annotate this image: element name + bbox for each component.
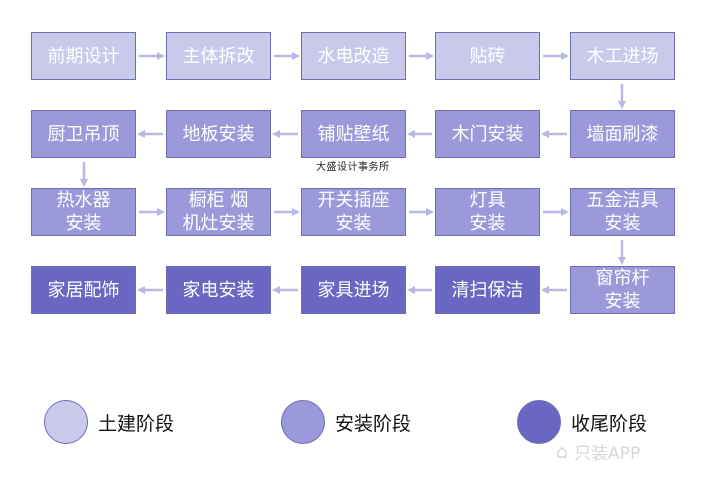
step-cleaning: 清扫保洁	[435, 266, 540, 314]
step-door-install: 木门安装	[435, 110, 540, 158]
legend-swatch-finish	[517, 400, 561, 444]
legend-label-install: 安装阶段	[335, 412, 412, 435]
legend-item-install: 安装阶段	[281, 398, 411, 446]
step-hardware-sanitary: 五金洁具 安装	[570, 188, 675, 236]
step-decor: 家居配饰	[31, 266, 136, 314]
legend-label-civil: 土建阶段	[98, 412, 175, 435]
home-icon: ⌂	[556, 440, 569, 463]
step-appliances: 家电安装	[166, 266, 271, 314]
step-lighting: 灯具 安装	[435, 188, 540, 236]
step-structural-demolition: 主体拆改	[166, 32, 271, 80]
step-curtain-rod: 窗帘杆 安装	[570, 266, 675, 314]
step-preliminary-design: 前期设计	[31, 32, 136, 80]
legend-swatch-civil	[44, 400, 88, 444]
legend-item-finish: 收尾阶段	[517, 398, 647, 446]
step-water-heater: 热水器 安装	[31, 188, 136, 236]
step-wallpaper: 铺贴壁纸	[301, 110, 406, 158]
step-wall-painting: 墙面刷漆	[570, 110, 675, 158]
step-cabinet-hood: 橱柜 烟 机灶安装	[166, 188, 271, 236]
legend-swatch-install	[281, 400, 325, 444]
step-plumbing-electrical: 水电改造	[301, 32, 406, 80]
watermark-text: 只装APP	[574, 444, 641, 464]
step-switch-socket: 开关插座 安装	[301, 188, 406, 236]
step-ceiling: 厨卫吊顶	[31, 110, 136, 158]
step-tiling: 贴砖	[435, 32, 540, 80]
legend-item-civil: 土建阶段	[44, 398, 174, 446]
legend-label-finish: 收尾阶段	[571, 412, 648, 435]
watermark: ⌂ 只装APP	[556, 439, 641, 465]
step-furniture: 家具进场	[301, 266, 406, 314]
step-carpentry: 木工进场	[570, 32, 675, 80]
company-label: 大盛设计事务所	[316, 162, 390, 173]
step-flooring: 地板安装	[166, 110, 271, 158]
